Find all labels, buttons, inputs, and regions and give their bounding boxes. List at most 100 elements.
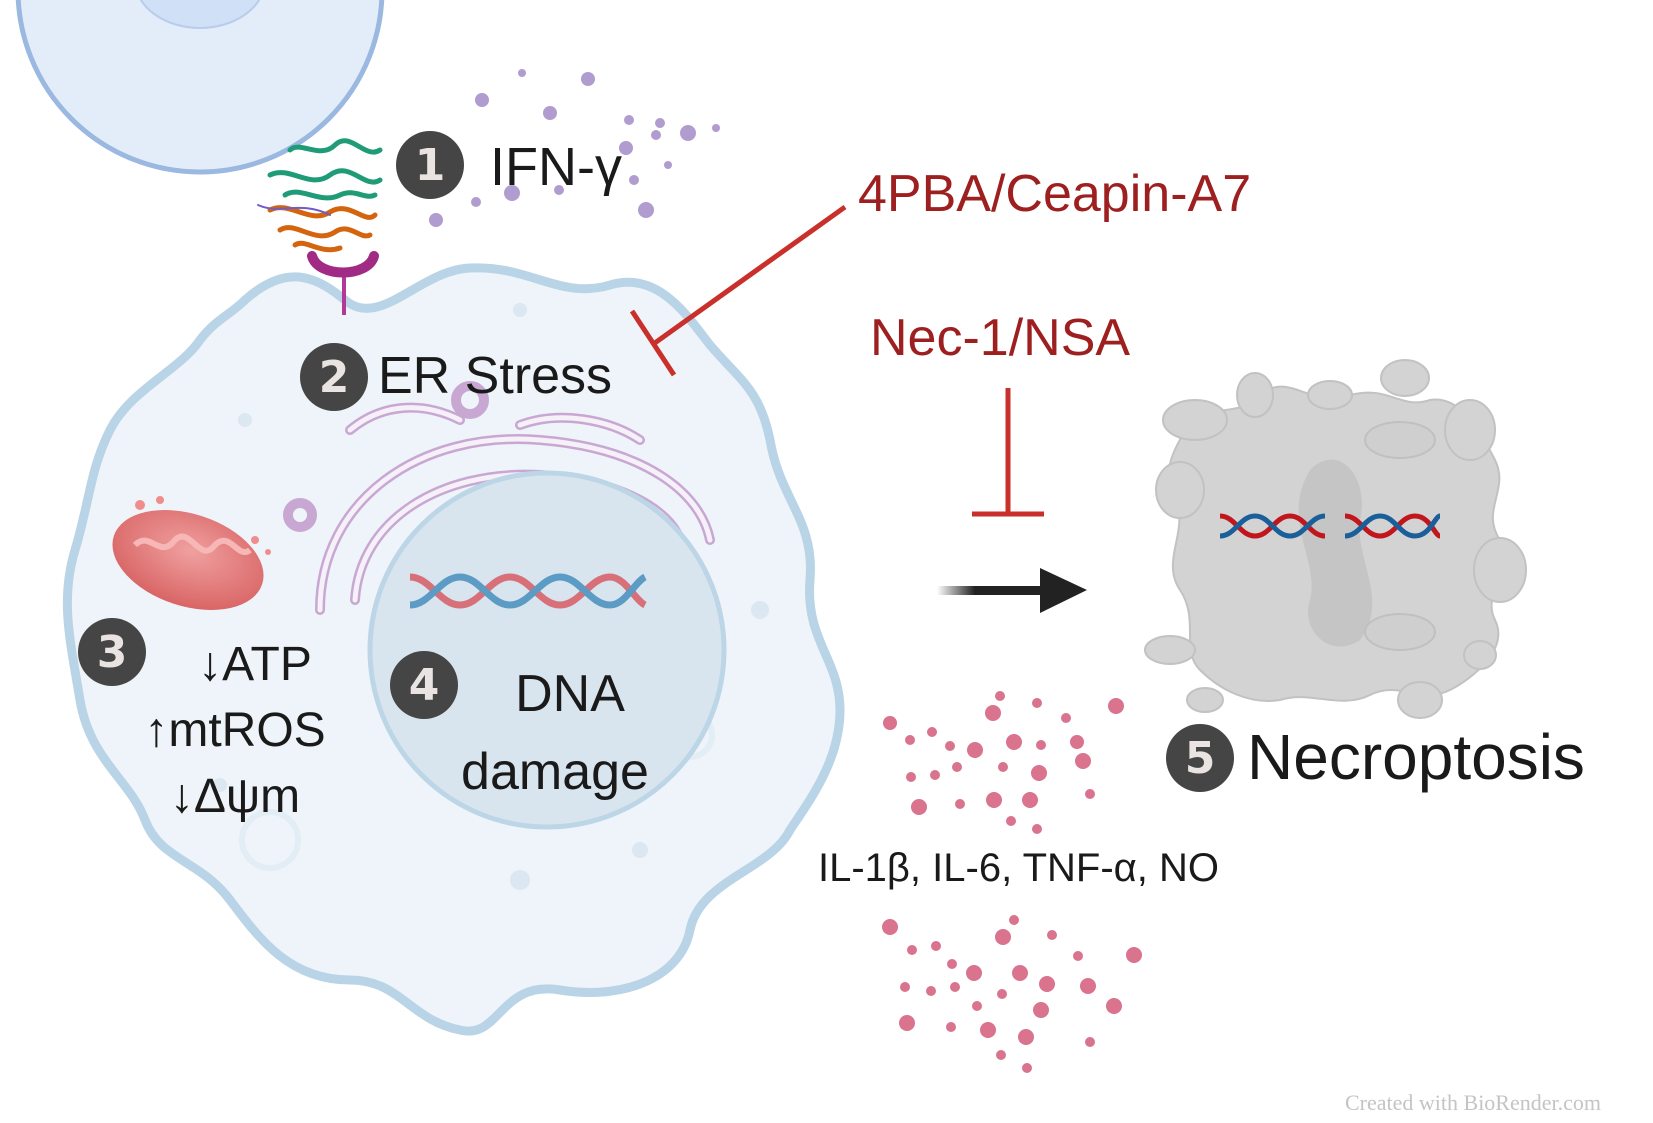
mtros-increase-label: ↑mtROS: [144, 704, 326, 757]
er-stress-inhibition-line: [629, 204, 847, 377]
particle: [624, 115, 634, 125]
particle: [1033, 1002, 1049, 1018]
particle: [1106, 998, 1122, 1014]
particle: [882, 919, 898, 935]
broken-dna-icon: [1219, 513, 1442, 539]
particle: [429, 213, 443, 227]
particle: [475, 93, 489, 107]
particle: [638, 202, 654, 218]
particle: [1080, 978, 1096, 994]
particle: [927, 727, 937, 737]
particle: [995, 929, 1011, 945]
particle: [712, 124, 720, 132]
particle: [1047, 930, 1057, 940]
progression-arrow-icon: [937, 568, 1087, 613]
particle: [930, 770, 940, 780]
particle: [906, 772, 916, 782]
membrane-potential-decrease-label: ↓Δψm: [169, 770, 301, 823]
particle: [1032, 824, 1042, 834]
particle: [1108, 698, 1124, 714]
particle: [1018, 1029, 1034, 1045]
particle: [980, 1022, 996, 1038]
particle: [998, 762, 1008, 772]
particle: [899, 1015, 915, 1031]
particle: [1036, 740, 1046, 750]
dna-damage-label: DNA damage: [440, 655, 670, 811]
particle: [905, 735, 915, 745]
particle: [1012, 965, 1028, 981]
particle: [955, 799, 965, 809]
step-badge-3: 3: [78, 618, 146, 686]
necroptosis-label: Necroptosis: [1247, 721, 1585, 793]
dna-label: DNA: [515, 665, 625, 723]
particle: [664, 161, 672, 169]
ifn-gamma-protein-icon: [257, 138, 383, 253]
particle: [900, 982, 910, 992]
particle: [504, 185, 520, 201]
particle: [972, 1001, 982, 1011]
particle: [1070, 735, 1084, 749]
particle: [952, 762, 962, 772]
er-stress-inhibitor-label: 4PBA/Ceapin-A7: [858, 165, 1252, 223]
necroptosis-inhibitor-label: Nec-1/NSA: [870, 309, 1131, 367]
particle: [619, 141, 633, 155]
particle: [1126, 947, 1142, 963]
cytokines-label: IL-1β, IL-6, TNF-α, NO: [818, 846, 1220, 890]
particle: [1075, 753, 1091, 769]
necrotic-cell: [1144, 359, 1527, 719]
step-badge-2: 2: [300, 343, 368, 411]
nucleus: [367, 470, 727, 830]
particle: [946, 1022, 956, 1032]
particle: [911, 799, 927, 815]
particle: [997, 989, 1007, 999]
particle: [471, 197, 481, 207]
particle: [995, 691, 1005, 701]
necroptosis-inhibition-line: [972, 388, 1044, 517]
damage-label: damage: [461, 743, 649, 801]
mitochondrion-icon: [112, 496, 271, 610]
cytokine-particles: [882, 691, 1142, 1073]
particle: [1032, 698, 1042, 708]
mitochondrial-effects-label: ↓ATP ↑mtROS ↓Δψm: [120, 632, 350, 830]
particle: [1006, 734, 1022, 750]
step-badge-5: 5: [1166, 724, 1234, 792]
particle: [554, 185, 564, 195]
ifn-gamma-label: IFN-γ: [490, 137, 622, 197]
particle: [1006, 816, 1016, 826]
ifn-gamma-particles: [429, 69, 720, 227]
particle: [967, 742, 983, 758]
particle: [1073, 951, 1083, 961]
atp-decrease-label: ↓ATP: [198, 638, 312, 691]
particle: [1061, 713, 1071, 723]
step-badge-1: 1: [396, 131, 464, 199]
particle: [651, 130, 661, 140]
particle: [1085, 789, 1095, 799]
particle: [1022, 792, 1038, 808]
particle: [947, 959, 957, 969]
step-badge-4: 4: [390, 651, 458, 719]
particle: [986, 792, 1002, 808]
particle: [926, 986, 936, 996]
particle: [945, 741, 955, 751]
biorender-watermark: Created with BioRender.com: [1345, 1090, 1601, 1115]
ifn-gamma-receptor-icon: [307, 251, 379, 315]
particle: [907, 945, 917, 955]
er-stress-label: ER Stress: [378, 347, 613, 405]
particle: [680, 125, 696, 141]
particle: [629, 175, 639, 185]
particle: [985, 705, 1001, 721]
particle: [581, 72, 595, 86]
particle: [543, 106, 557, 120]
particle: [1085, 1037, 1095, 1047]
particle: [1039, 976, 1055, 992]
particle: [518, 69, 526, 77]
particle: [655, 118, 665, 128]
particle: [950, 982, 960, 992]
particle: [996, 1050, 1006, 1060]
particle: [931, 941, 941, 951]
particle: [883, 716, 897, 730]
particle: [966, 965, 982, 981]
dna-helix-icon: [409, 573, 647, 609]
immune-cell: [15, 0, 385, 175]
